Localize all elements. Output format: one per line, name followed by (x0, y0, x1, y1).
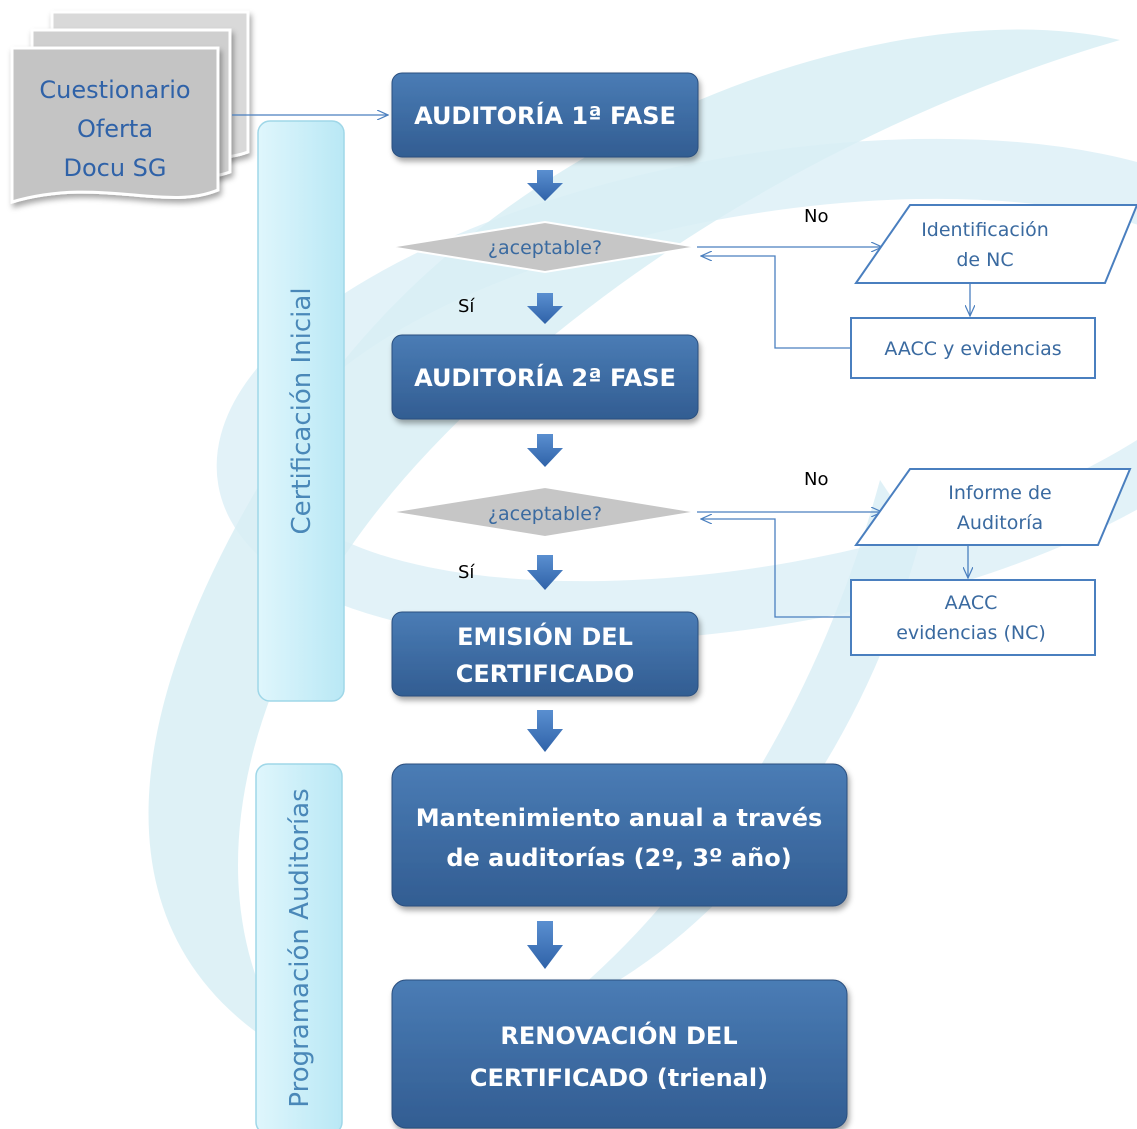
nc-identification-line-1: Identificación (921, 219, 1049, 241)
documents-label-line-3: Docu SG (63, 154, 166, 182)
documents-stack: Cuestionario Oferta Docu SG (10, 10, 250, 205)
step-label: AUDITORÍA 1ª FASE (414, 101, 676, 130)
decision-label: ¿aceptable? (488, 237, 602, 259)
phase-initial-certification: Certificación Inicial (257, 120, 345, 702)
phase-label: Programación Auditorías (285, 788, 315, 1107)
watermark-swoosh-lower (540, 480, 920, 1020)
connector-aacc-back-to-decision (701, 256, 851, 349)
step-audit-phase-2: AUDITORÍA 2ª FASE (391, 334, 699, 420)
connector-evidence-back-to-decision (701, 519, 851, 618)
side-loop-second: Informe de Auditoría AACC evidencias (NC… (697, 468, 1132, 656)
phase-label: Certificación Inicial (287, 287, 317, 534)
down-arrow-3 (527, 434, 563, 467)
down-arrow-5 (527, 710, 563, 752)
corrective-evidence-box (850, 579, 1096, 656)
corrective-actions-label: AACC y evidencias (884, 338, 1061, 360)
audit-report-line-1: Informe de (948, 482, 1051, 504)
down-arrow-4 (527, 555, 563, 590)
decision-second: ¿aceptable? (389, 485, 698, 539)
decision-label: ¿aceptable? (488, 503, 602, 525)
step-label-line-2: CERTIFICADO (456, 660, 635, 688)
down-arrow-2 (527, 293, 563, 324)
audit-report-box (854, 468, 1132, 546)
nc-identification-box (854, 204, 1137, 284)
label-no-1: No (804, 206, 828, 227)
nc-identification-line-2: de NC (956, 249, 1013, 271)
label-yes-2: Sí (458, 562, 475, 583)
step-label-line-2: CERTIFICADO (trienal) (470, 1064, 768, 1092)
documents-label-line-1: Cuestionario (39, 76, 190, 104)
step-audit-phase-1: AUDITORÍA 1ª FASE (391, 72, 699, 158)
step-label-line-1: Mantenimiento anual a través (416, 804, 823, 832)
label-yes-1: Sí (458, 296, 475, 317)
step-label: AUDITORÍA 2ª FASE (414, 363, 676, 392)
step-renewal: RENOVACIÓN DEL CERTIFICADO (trienal) (391, 979, 848, 1129)
phase-audit-programming: Programación Auditorías (255, 763, 343, 1129)
corrective-evidence-line-2: evidencias (NC) (896, 622, 1046, 644)
label-no-2: No (804, 469, 828, 490)
document-front (10, 46, 220, 205)
step-label-line-1: RENOVACIÓN DEL (500, 1020, 737, 1050)
step-box (391, 334, 699, 420)
side-loop-first: Identificación de NC AACC y evidencias (697, 204, 1137, 379)
audit-report-line-2: Auditoría (957, 512, 1043, 534)
step-certificate-issue: EMISIÓN DEL CERTIFICADO (391, 611, 699, 697)
corrective-actions-box (850, 317, 1096, 379)
step-box (391, 763, 848, 907)
down-arrows (527, 170, 563, 969)
step-label-line-1: EMISIÓN DEL (457, 621, 633, 651)
down-arrow-6 (527, 921, 563, 969)
phase-bar (255, 763, 343, 1129)
step-box (391, 611, 699, 697)
step-box (391, 979, 848, 1129)
step-box (391, 72, 699, 158)
documents-label-line-2: Oferta (77, 115, 153, 143)
down-arrow-1 (527, 170, 563, 201)
phase-bar (257, 120, 345, 702)
step-maintenance: Mantenimiento anual a través de auditorí… (391, 763, 848, 907)
step-label-line-2: de auditorías (2º, 3º año) (446, 844, 791, 872)
corrective-evidence-line-1: AACC (945, 592, 998, 614)
